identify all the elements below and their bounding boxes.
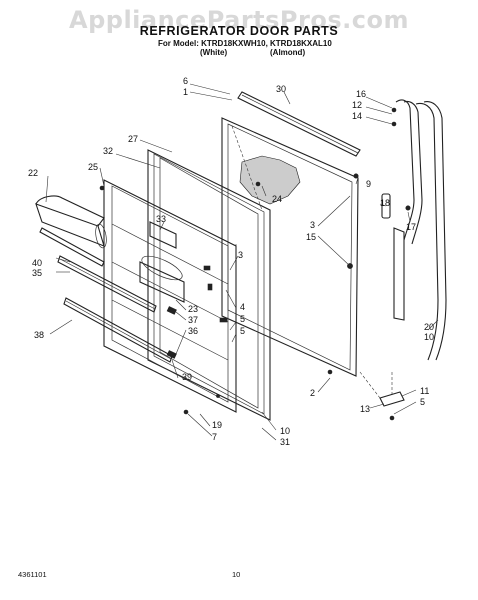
- inner-door-liner: [103, 179, 237, 413]
- callout-9: 7: [212, 432, 217, 442]
- variant-almond: (Almond): [270, 48, 306, 57]
- top-trim-30: [237, 91, 361, 157]
- callout-33: 33: [156, 214, 166, 224]
- callout-8: 10: [280, 426, 290, 436]
- callout-2: 2: [310, 388, 315, 398]
- leader-lines: [45, 83, 439, 441]
- callout-labels: 6 1 30 27 32 25 22 16 12 14 9 24 18 17 3…: [28, 76, 434, 447]
- callout-14: 14: [352, 111, 362, 121]
- callout-15: 15: [306, 232, 316, 242]
- callout-13: 13: [360, 404, 370, 414]
- callout-1: 1: [183, 87, 188, 97]
- callout-40: 40: [32, 258, 42, 268]
- bin-23: [139, 261, 185, 303]
- callout-39: 39: [182, 372, 192, 382]
- callout-12: 12: [352, 100, 362, 110]
- callout-11: 11: [420, 386, 429, 396]
- callout-32: 32: [103, 146, 113, 156]
- page-number: 10: [232, 570, 241, 579]
- callout-4: 4: [240, 302, 245, 312]
- model-line: For Model: KTRD18KXWH10, KTRD18KXAL10: [158, 39, 332, 48]
- callout-3b: 3: [310, 220, 315, 230]
- callout-30: 30: [276, 84, 286, 94]
- callout-25: 25: [88, 162, 98, 172]
- callout-5b: 5: [240, 326, 245, 336]
- variant-white: (White): [200, 48, 228, 57]
- callout-16: 16: [356, 89, 366, 99]
- callout-24: 24: [272, 194, 282, 204]
- watermark: AppliancePartsPros.com: [69, 6, 409, 34]
- callout-27: 27: [128, 134, 138, 144]
- callout-20: 20: [424, 322, 434, 332]
- handle-assembly: [327, 99, 447, 375]
- callout-6: 6: [183, 76, 188, 86]
- outer-door-panel: [221, 117, 359, 377]
- handle-insert-18: [381, 193, 391, 219]
- screw-24: [255, 181, 261, 187]
- callout-36: 36: [188, 326, 198, 336]
- callout-5a: 5: [240, 314, 245, 324]
- decal-24: [239, 155, 301, 205]
- callout-17: 17: [406, 222, 416, 232]
- callout-3a: 3: [238, 250, 243, 260]
- callout-5c: 5: [420, 397, 425, 407]
- bottom-hinge: [359, 371, 405, 421]
- dairy-door-33: [149, 221, 177, 249]
- callout-22: 22: [28, 168, 38, 178]
- shelf-bars: [39, 227, 173, 363]
- shelf-bar-38: [63, 297, 173, 363]
- shelf-bar-40: [39, 227, 105, 267]
- callout-38: 38: [34, 330, 44, 340]
- screw-9: [183, 409, 189, 415]
- callout-18: 18: [380, 198, 390, 208]
- egg-bin-22: [35, 195, 107, 249]
- callout-10b: 10: [424, 332, 434, 342]
- doc-number: 4361101: [18, 570, 47, 579]
- callout-37: 37: [188, 315, 198, 325]
- callout-31: 31: [280, 437, 290, 447]
- callout-7: 9: [366, 179, 371, 189]
- shelf-bar-35: [57, 255, 157, 313]
- callout-19: 19: [212, 420, 222, 430]
- callout-23: 23: [188, 304, 198, 314]
- screw-25: [99, 185, 105, 191]
- diagram-title: REFRIGERATOR DOOR PARTS: [139, 24, 339, 38]
- handle-trim-20: [393, 227, 405, 321]
- callout-35: 35: [32, 268, 42, 278]
